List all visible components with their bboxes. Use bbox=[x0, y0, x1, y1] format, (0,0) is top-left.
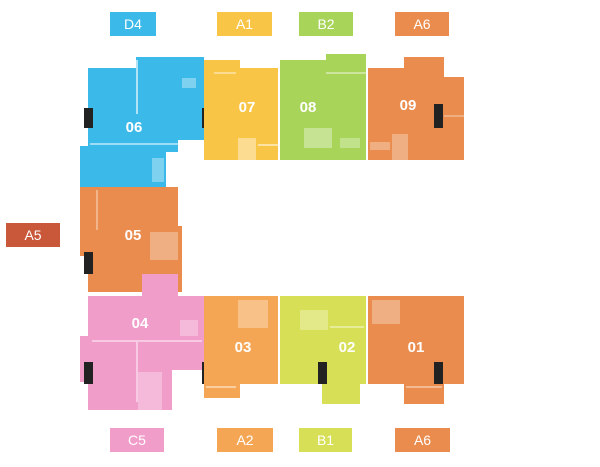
unit-number-02: 02 bbox=[339, 339, 356, 356]
unit-number-09: 09 bbox=[400, 97, 417, 114]
type-tag-a2: A2 bbox=[217, 428, 273, 452]
unit-number-03: 03 bbox=[235, 339, 252, 356]
unit-02[interactable]: 02 bbox=[280, 296, 366, 404]
door-01 bbox=[434, 362, 443, 384]
unit-06[interactable]: 06 bbox=[80, 57, 211, 187]
type-tag-a1: A1 bbox=[217, 12, 272, 36]
door-04 bbox=[84, 362, 93, 384]
unit-number-01: 01 bbox=[408, 339, 425, 356]
unit-number-05: 05 bbox=[125, 227, 142, 244]
type-tag-d4: D4 bbox=[110, 12, 156, 36]
unit-number-04: 04 bbox=[132, 315, 149, 332]
unit-09[interactable]: 09 bbox=[368, 57, 464, 160]
unit-03[interactable]: 03 bbox=[204, 296, 278, 398]
type-tag-a6-bottom: A6 bbox=[395, 428, 450, 452]
unit-05[interactable]: 05 bbox=[80, 187, 182, 292]
unit-07[interactable]: 07 bbox=[204, 60, 278, 160]
unit-number-08: 08 bbox=[300, 99, 317, 116]
door-06 bbox=[84, 108, 93, 128]
type-tag-b2: B2 bbox=[299, 12, 353, 36]
type-tag-b1: B1 bbox=[299, 428, 352, 452]
door-09 bbox=[434, 104, 443, 128]
type-tag-a5: A5 bbox=[6, 223, 60, 247]
unit-01[interactable]: 01 bbox=[368, 296, 464, 404]
unit-04[interactable]: 04 bbox=[80, 274, 211, 410]
unit-number-07: 07 bbox=[239, 99, 256, 116]
door-05 bbox=[84, 252, 93, 274]
type-tag-a6-top: A6 bbox=[395, 12, 449, 36]
door-02 bbox=[318, 362, 327, 384]
type-tag-c5: C5 bbox=[110, 428, 164, 452]
unit-08[interactable]: 08 bbox=[280, 54, 366, 160]
unit-number-06: 06 bbox=[126, 119, 143, 136]
